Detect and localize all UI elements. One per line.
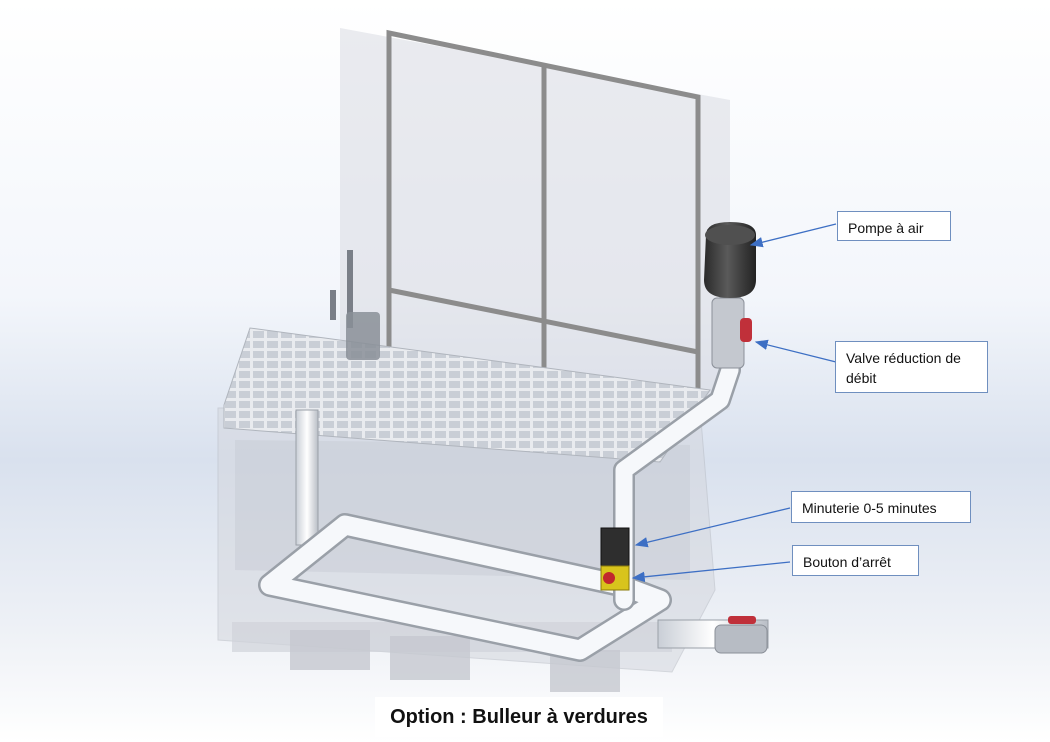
flow-reduction-valve bbox=[711, 297, 752, 369]
timer-and-stop-unit bbox=[600, 527, 630, 591]
callout-stop-button: Bouton d’arrêt bbox=[792, 545, 919, 576]
callout-timer: Minuterie 0-5 minutes bbox=[791, 491, 971, 523]
diagram-caption: Option : Bulleur à verdures bbox=[375, 697, 663, 737]
air-pump bbox=[704, 222, 756, 298]
callout-flow-valve: Valve réduction de débit bbox=[835, 341, 988, 393]
level-sensor bbox=[330, 250, 380, 360]
riser-pipe bbox=[295, 409, 319, 546]
drain-outlet bbox=[657, 616, 769, 654]
callout-arrows bbox=[631, 223, 837, 582]
callout-air-pump: Pompe à air bbox=[837, 211, 951, 241]
